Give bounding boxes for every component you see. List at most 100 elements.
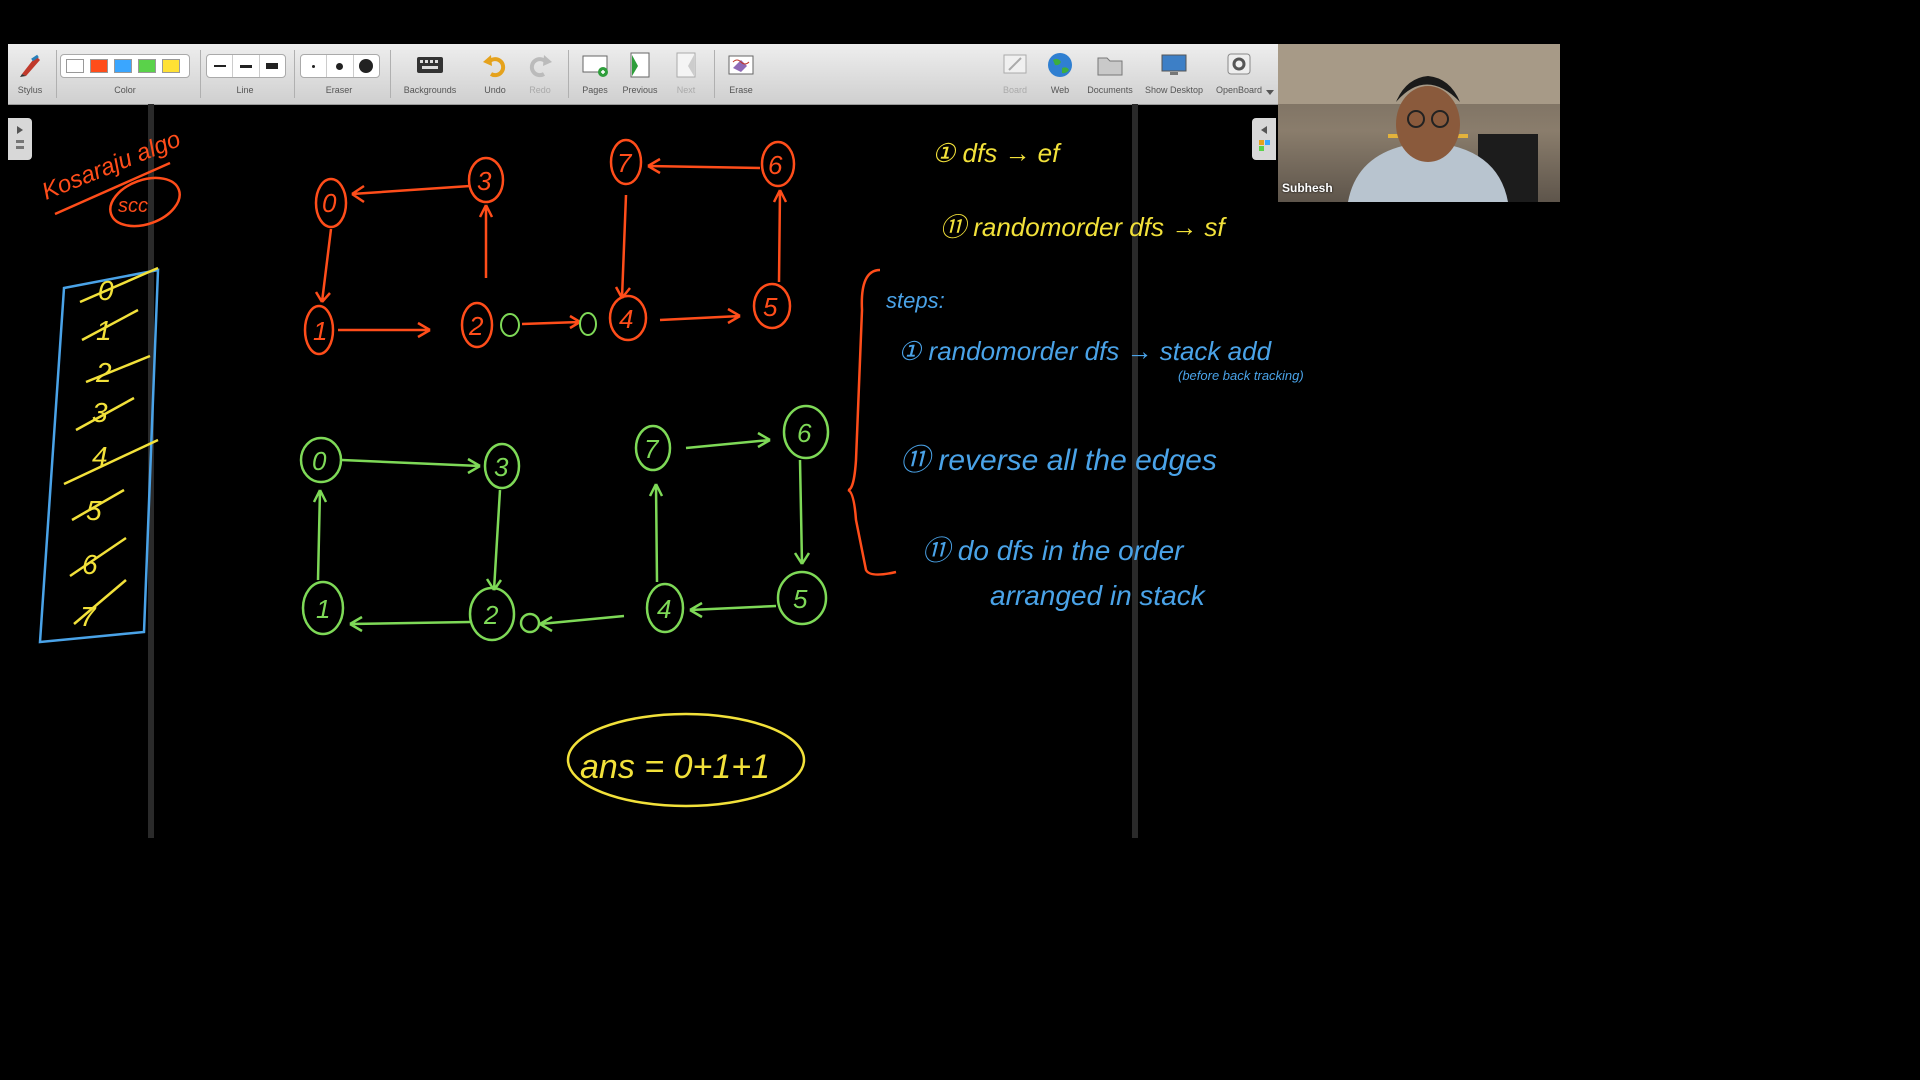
chevron-right-icon	[16, 126, 24, 149]
participant-name: Subhesh	[1282, 181, 1333, 195]
previous-button[interactable]: Previous	[620, 44, 660, 104]
line-thin-option[interactable]	[207, 55, 234, 77]
subtitle-text: scc	[118, 195, 148, 217]
node-label: 1	[313, 316, 327, 346]
answer-box: ans = 0+1+1	[566, 712, 806, 808]
eraser-size-selector	[300, 54, 380, 78]
color-swatch-green[interactable]	[138, 59, 156, 73]
stylus-icon	[20, 54, 40, 77]
stylus-tool[interactable]: Stylus	[8, 44, 52, 104]
keyboard-icon	[417, 57, 443, 73]
color-palette	[60, 54, 190, 78]
pages-icon	[582, 55, 608, 77]
stack-box: 0 1 2 3 4 5 6 7	[38, 266, 160, 644]
note-dfs-ef: ① dfs → ef	[932, 138, 1062, 168]
eraser-medium-option[interactable]	[327, 55, 354, 77]
eraser-label: Eraser	[325, 85, 353, 95]
stack-item: 4	[92, 441, 108, 472]
title-text: Kosaraju algo	[38, 126, 184, 206]
step-3a: ⑪ do dfs in the order	[922, 535, 1185, 566]
backgrounds-label: Backgrounds	[403, 85, 457, 95]
left-panel-toggle[interactable]	[8, 118, 32, 160]
web-label: Web	[1050, 85, 1070, 95]
board-left-divider	[148, 104, 154, 838]
show-desktop-label: Show Desktop	[1144, 85, 1204, 95]
step-1: ① randomorder dfs → stack add	[898, 336, 1273, 366]
erase-button[interactable]: Erase	[722, 44, 760, 104]
show-desktop-button[interactable]: Show Desktop	[1142, 44, 1206, 104]
web-button[interactable]: Web	[1042, 44, 1078, 104]
graph-reversed-labels: 0 3 7 6 1 2 4 5	[312, 418, 812, 630]
next-button[interactable]: Next	[670, 44, 702, 104]
next-label: Next	[676, 85, 696, 95]
color-swatch-blue[interactable]	[114, 59, 132, 73]
node-label: 6	[768, 150, 783, 180]
previous-label: Previous	[622, 85, 658, 95]
node-label: 4	[619, 304, 633, 334]
title-annotation: Kosaraju algo scc	[38, 126, 184, 228]
step-2: ⑪ reverse all the edges	[900, 444, 1217, 477]
graph-original-labels: 0 3 7 6 1 2 4 5	[313, 148, 783, 346]
step-1-note: (before back tracking)	[1178, 368, 1304, 383]
stack-item: 7	[80, 601, 97, 632]
documents-button[interactable]: Documents	[1084, 44, 1136, 104]
node-label: 6	[797, 418, 812, 448]
globe-icon	[1048, 53, 1072, 77]
node-label: 5	[793, 584, 808, 614]
openboard-menu-button[interactable]: OpenBoard	[1212, 44, 1266, 104]
stack-item: 5	[86, 495, 102, 526]
eraser-large-option[interactable]	[354, 55, 379, 77]
chevron-down-icon[interactable]	[1266, 90, 1274, 96]
steps-list: steps: ① randomorder dfs → stack add (be…	[886, 288, 1304, 611]
chevron-left-icon	[1259, 126, 1270, 151]
line-medium-option[interactable]	[233, 55, 260, 77]
node-label: 7	[617, 148, 633, 178]
undo-button[interactable]: Undo	[478, 44, 512, 104]
node-label: 5	[763, 292, 778, 322]
board-label: Board	[1002, 85, 1028, 95]
node-label: 3	[494, 452, 509, 482]
openboard-label: OpenBoard	[1215, 85, 1263, 95]
undo-label: Undo	[484, 85, 506, 95]
color-tool: Color	[60, 44, 190, 104]
erase-board-icon	[728, 55, 754, 75]
stack-item: 3	[92, 397, 108, 428]
notes-yellow: ① dfs → ef ⑪ randomorder dfs → sf	[932, 138, 1227, 242]
pages-label: Pages	[582, 85, 608, 95]
board-right-divider	[1132, 104, 1138, 838]
color-swatch-yellow[interactable]	[162, 59, 180, 73]
erase-label: Erase	[729, 85, 753, 95]
redo-button[interactable]: Redo	[522, 44, 558, 104]
board-button[interactable]: Board	[996, 44, 1034, 104]
line-tool: Line	[204, 44, 286, 104]
eraser-small-option[interactable]	[301, 55, 328, 77]
stack-item: 6	[82, 549, 98, 580]
graph-original	[303, 138, 796, 356]
webcam-video: Subhesh	[1278, 44, 1560, 202]
color-swatch-red[interactable]	[90, 59, 108, 73]
line-label: Line	[236, 85, 254, 95]
node-label: 4	[657, 594, 671, 624]
node-label: 2	[483, 600, 499, 630]
pages-button[interactable]: Pages	[578, 44, 612, 104]
previous-page-icon	[630, 52, 650, 78]
node-label: 0	[312, 446, 327, 476]
monitor-icon	[1161, 54, 1187, 75]
graph-reversed	[299, 404, 830, 642]
color-swatch-white[interactable]	[66, 59, 84, 73]
line-width-selector	[206, 54, 286, 78]
right-panel-toggle[interactable]	[1252, 118, 1276, 160]
undo-icon	[483, 55, 506, 78]
openboard-toolbar: Stylus Color Line Eraser Backgrounds Und…	[8, 44, 1278, 105]
next-page-icon	[676, 52, 696, 78]
backgrounds-button[interactable]: Backgrounds	[398, 44, 462, 104]
node-label: 7	[644, 434, 660, 464]
color-label: Color	[114, 85, 136, 95]
line-thick-option[interactable]	[260, 55, 285, 77]
presenter-avatar	[1278, 44, 1560, 202]
redo-label: Redo	[529, 85, 551, 95]
board-icon	[1003, 54, 1027, 74]
folder-icon	[1097, 57, 1123, 76]
node-label: 0	[322, 188, 337, 218]
stack-item: 1	[96, 315, 112, 346]
